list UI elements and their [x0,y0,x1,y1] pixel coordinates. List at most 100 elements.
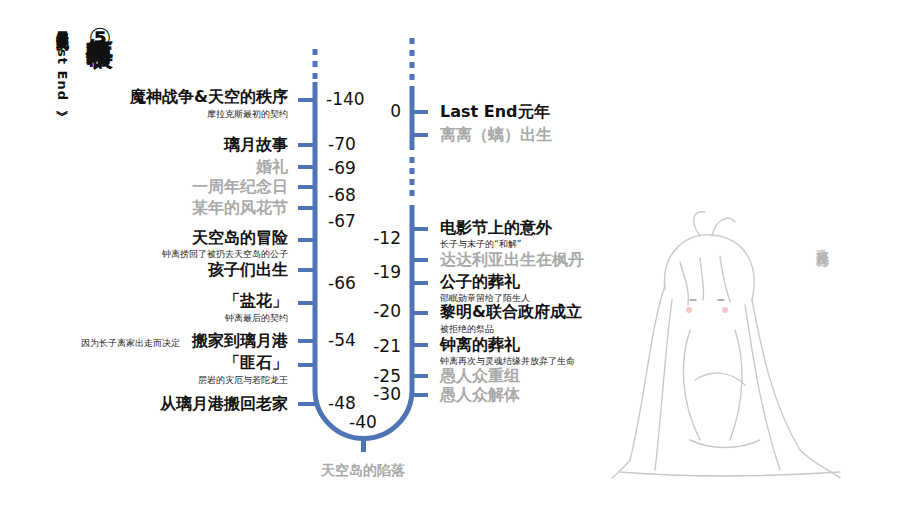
tick [298,185,315,189]
event-note: 邵眠勋章留给了陌生人 [440,293,530,303]
sketch-eyes [690,299,724,300]
tick [412,311,428,315]
dash [410,38,415,44]
dash [410,179,415,185]
tick [298,206,315,210]
year-label: -12 [373,229,401,249]
tick [298,165,315,169]
tick [412,258,428,262]
event-label: 孩子们出生 [208,261,288,279]
event-label: 「盐花」 [224,292,288,310]
sketch-line [752,300,840,478]
event-note: 层岩的灾厄与若陀龙王 [198,375,288,385]
event-label: 天空岛的陷落 [321,462,405,478]
year-label: -66 [328,274,356,294]
year-label: -20 [373,302,401,322]
tick [412,393,428,397]
tick [412,227,428,231]
event-label: 搬家到璃月港 [192,332,288,350]
event-label: 钟离的葬礼 [440,336,520,354]
dash [313,49,318,55]
timeline-axis [315,82,412,452]
tick [298,268,315,272]
event-label: 「匪石」 [224,354,288,372]
tick [412,374,428,378]
dash [410,50,415,56]
year-label: -19 [373,263,401,283]
event-label: 电影节上的意外 [440,219,552,237]
event-label: Last End元年 [440,103,550,121]
sketch-line [690,373,760,447]
year-label: 0 [390,102,401,122]
dash [410,62,415,68]
event-label: 黎明&联合政府成立 [440,303,582,321]
tick [298,301,315,305]
side-note: 大致来说是这样 [815,238,830,245]
sketch-blush [722,307,728,313]
event-label: 公子的葬礼 [440,273,520,291]
event-note: 长子与末子的“和解” [440,239,521,249]
dash [313,61,318,67]
tick [298,143,315,147]
event-label: 愚人众重组 [440,367,520,385]
timeline-dashes [313,38,415,196]
tick [412,281,428,285]
sketch-blush [686,307,692,313]
event-note: 摩拉克斯最初的契约 [207,109,288,119]
timeline-stub [361,438,366,452]
year-label: -69 [328,159,356,179]
sketch-line [620,472,840,476]
diagram-title: 简略事件年表⑤ [84,16,115,54]
girl-sketch [612,212,840,478]
event-note: 钟离捞回了被扔去天空岛的公子 [162,249,288,259]
year-label: -48 [328,394,356,414]
sketch-line [680,256,730,305]
tick [298,98,315,102]
event-label: 一周年纪念日 [192,178,288,196]
event-label: 天空岛的冒险 [192,229,288,247]
event-label: 魔神战争&天空的秩序 [130,88,288,106]
event-note: 被拒绝的祭品 [440,324,494,334]
year-label: -67 [328,212,356,232]
event-note: 钟离最后的契约 [225,313,288,323]
event-label: 达达利亚出生在枫丹 [440,251,584,269]
timeline-ticks [298,100,428,404]
tick [412,343,428,347]
year-label: -21 [373,337,401,357]
sketch-line [664,235,754,300]
event-label: 从璃月港搬回老家 [160,395,288,413]
subtitle: 用于避免混乱的《Last End》 [55,22,70,102]
timeline-line [410,86,415,150]
sketch-line [694,212,735,236]
dash [313,73,318,79]
tick [298,402,315,406]
year-label: -25 [373,367,401,387]
year-label: -30 [373,385,401,405]
tick [412,133,428,137]
tick [298,238,315,242]
event-label: 某年的风花节 [192,199,288,217]
event-note: 因为长子离家出走而决定 [81,338,180,348]
dash [410,157,415,163]
year-label: -40 [349,413,377,433]
event-note: 钟离再次与灵魂结缘并放弃了生命 [440,356,575,366]
year-label: -70 [328,135,356,155]
sketch-line [655,300,672,470]
sketch-line [745,305,780,470]
dash [410,168,415,174]
dash [410,190,415,196]
event-label: 愚人众解体 [440,386,520,404]
dash [410,74,415,80]
sketch-line [683,330,742,440]
tick [412,110,428,114]
year-label: -140 [326,90,365,110]
event-label: 婚礼 [256,158,288,176]
timeline-line [315,82,412,439]
tick [298,339,315,343]
event-label: 离离（螭）出生 [440,126,552,144]
tick [298,363,315,367]
year-label: -54 [328,331,356,351]
event-label: 璃月故事 [224,136,288,154]
